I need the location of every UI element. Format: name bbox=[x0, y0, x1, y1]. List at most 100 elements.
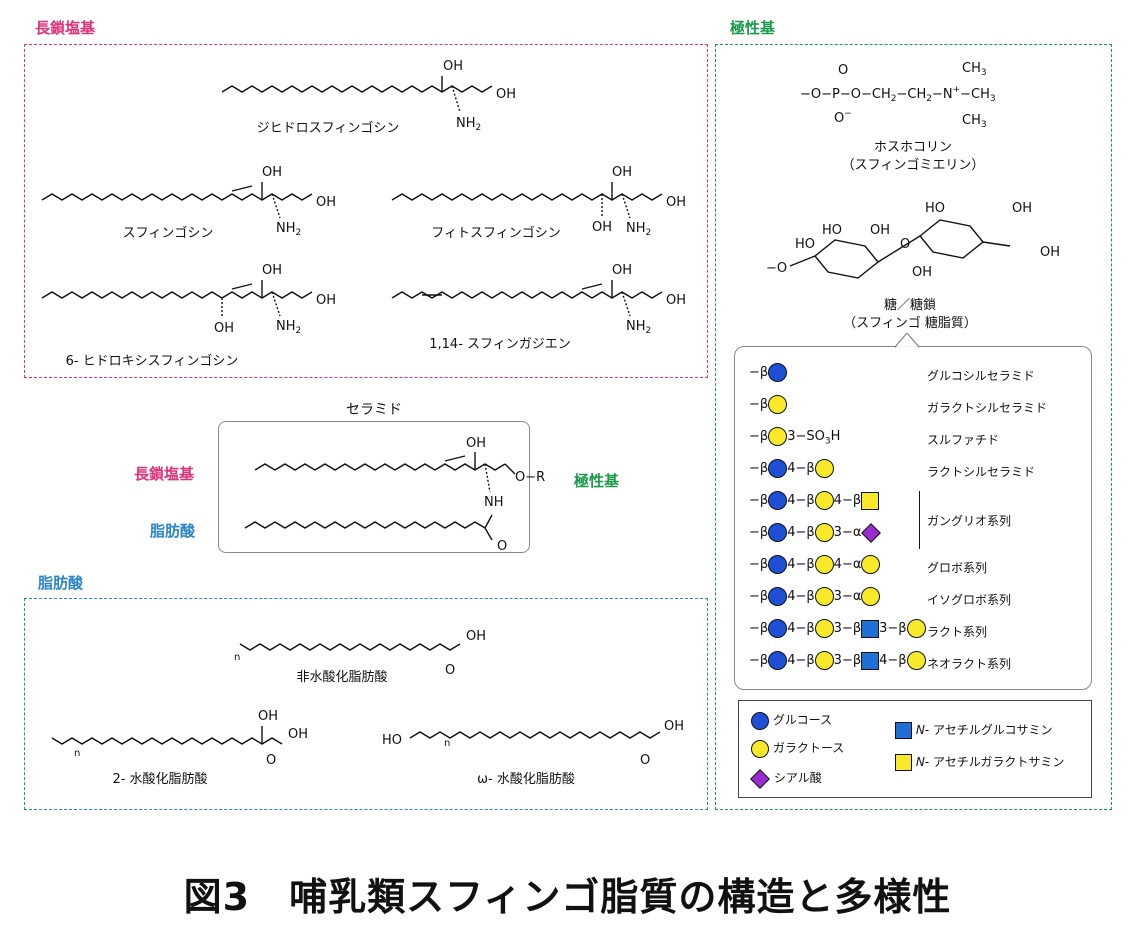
sph-oh: OH bbox=[262, 165, 282, 180]
hsph-oh-end: OH bbox=[316, 293, 336, 308]
glucose-circle-icon bbox=[768, 363, 788, 382]
galactose-circle-icon bbox=[814, 587, 834, 606]
sugar-oh4: OH bbox=[912, 265, 932, 280]
section-title-long-chain-base: 長鎖塩基 bbox=[35, 19, 96, 37]
legend-box: グルコース ガラクトース シアル酸 N- アセチルグルコサミン N- アセチルガ… bbox=[738, 700, 1092, 798]
galactose-circle-icon bbox=[814, 459, 834, 478]
cer-o-carbonyl: O bbox=[497, 539, 507, 554]
sugar-ho1: HO bbox=[795, 237, 815, 252]
dihydrosphingosine-chain bbox=[221, 85, 493, 93]
legend-glucose-label: グルコース bbox=[772, 713, 832, 727]
phospho-o-minus: O− bbox=[834, 109, 852, 126]
glycolipid-linkage: 4−β bbox=[879, 653, 907, 668]
sdiene-oh: OH bbox=[612, 263, 632, 278]
glycolipid-linkage: 4−β bbox=[787, 589, 815, 604]
ceramide-base-chain bbox=[254, 463, 506, 471]
sdiene-nh2: NH2 bbox=[626, 319, 651, 336]
legend-glcnac-prefix: N- bbox=[915, 723, 930, 737]
galactose-circle-icon bbox=[814, 651, 834, 670]
dihydro-oh-end: OH bbox=[496, 87, 516, 102]
label-sphingadiene: 1,14- スフィンガジエン bbox=[429, 337, 571, 352]
phyto-nh2: NH2 bbox=[626, 221, 651, 238]
phospho-formula: −O−P−O−CH2−CH2−N+−CH3 bbox=[800, 85, 996, 104]
sph-nh2: NH2 bbox=[276, 221, 301, 238]
label-phosphocholine: ホスホコリン bbox=[873, 140, 953, 155]
dihydro-oh: OH bbox=[443, 59, 463, 74]
sugar-methoxy: −O bbox=[766, 261, 787, 276]
ceramide-fa-chain bbox=[244, 514, 493, 529]
galactose-circle-icon bbox=[861, 555, 881, 574]
glycolipid-formula-start: −β bbox=[749, 621, 769, 636]
galactose-circle-icon bbox=[814, 523, 834, 542]
glycolipid-linkage: 3−α bbox=[833, 525, 862, 540]
fatty-acid-box bbox=[24, 598, 708, 810]
sulfate-group: 3−SO3H bbox=[787, 429, 841, 447]
ceramide-polar-label: 極性基 bbox=[574, 472, 620, 490]
ceramide-fa-label: 脂肪酸 bbox=[150, 522, 196, 540]
glycolipid-name: イソグロボ系列 bbox=[927, 593, 1012, 607]
ceramide-title: セラミド bbox=[346, 402, 402, 418]
hydroxysphingosine-chain bbox=[41, 291, 313, 299]
glycolipid-linkage: 4−β bbox=[787, 621, 815, 636]
cer-oh: OH bbox=[466, 436, 486, 451]
galactose-circle-icon bbox=[814, 619, 834, 638]
dihydro-nh2: NH2 bbox=[456, 116, 481, 133]
legend-galnac: N- アセチルガラクトサミン bbox=[895, 753, 1064, 771]
legend-glucose: グルコース bbox=[751, 711, 832, 730]
fa2-n: n bbox=[74, 748, 80, 759]
glucose-circle-icon bbox=[768, 587, 788, 606]
glycolipid-formula-start: −β bbox=[749, 397, 769, 412]
sugar-ho3: HO bbox=[925, 201, 945, 216]
glycolipid-formula-start: −β bbox=[749, 525, 769, 540]
legend-galactose-label: ガラクトース bbox=[772, 741, 845, 755]
glucose-circle-icon bbox=[768, 555, 788, 574]
glucose-circle-icon bbox=[768, 523, 788, 542]
glcnac-square-icon bbox=[861, 651, 880, 670]
label-hydroxysphingosine: 6- ヒドロキシスフィンゴシン bbox=[65, 354, 239, 369]
figure-caption: 図3 哺乳類スフィンゴ脂質の構造と多様性 bbox=[183, 875, 952, 919]
glycolipid-formula: −β 3−SO3H bbox=[749, 427, 840, 447]
glycolipid-name: グロボ系列 bbox=[927, 561, 988, 575]
choline-ch3-bottom: CH3 bbox=[962, 113, 987, 130]
cer-nh: NH bbox=[484, 495, 504, 510]
fa3-ho: HO bbox=[382, 733, 402, 748]
glycolipid-linkage: 4−β bbox=[787, 557, 815, 572]
glycolipid-formula-start: −β bbox=[749, 461, 769, 476]
glucose-circle-icon bbox=[751, 711, 769, 730]
label-glycosphingolipid: （スフィンゴ 糖脂質） bbox=[843, 316, 977, 331]
glycolipid-formula-start: −β bbox=[749, 429, 769, 444]
legend-glcnac-label: アセチルグルコサミン bbox=[929, 723, 1053, 737]
glucose-circle-icon bbox=[768, 459, 788, 478]
sugar-oh1: OH bbox=[1012, 201, 1032, 216]
glycolipid-formula: −β bbox=[749, 363, 788, 382]
polar-group-box bbox=[715, 44, 1112, 810]
legend-sialic-label: シアル酸 bbox=[773, 771, 822, 785]
label-non-hydroxy-fa: 非水酸化脂肪酸 bbox=[296, 670, 388, 685]
sialic-diamond-icon bbox=[750, 768, 770, 789]
hsph-nh2: NH2 bbox=[276, 319, 301, 336]
sphingosine-chain bbox=[41, 193, 313, 201]
fa2-o: O bbox=[266, 753, 276, 768]
glycolipid-linkage: 4−β bbox=[787, 493, 815, 508]
fa1-o: O bbox=[445, 663, 455, 678]
sdiene-oh-end: OH bbox=[666, 293, 686, 308]
ganglio-bracket bbox=[919, 491, 920, 549]
legend-sialic: シアル酸 bbox=[750, 768, 822, 789]
fa3-n: n bbox=[444, 738, 450, 749]
glucose-circle-icon bbox=[768, 651, 788, 670]
phospho-o-top: O bbox=[838, 63, 848, 78]
fa3-oh: OH bbox=[664, 719, 684, 734]
omega-hydroxy-fa-chain bbox=[409, 731, 661, 739]
label-sphingosine: スフィンゴシン bbox=[122, 226, 214, 241]
legend-galactose: ガラクトース bbox=[751, 739, 844, 758]
galactose-circle-icon bbox=[751, 739, 769, 758]
glycolipid-formula-start: −β bbox=[749, 557, 769, 572]
